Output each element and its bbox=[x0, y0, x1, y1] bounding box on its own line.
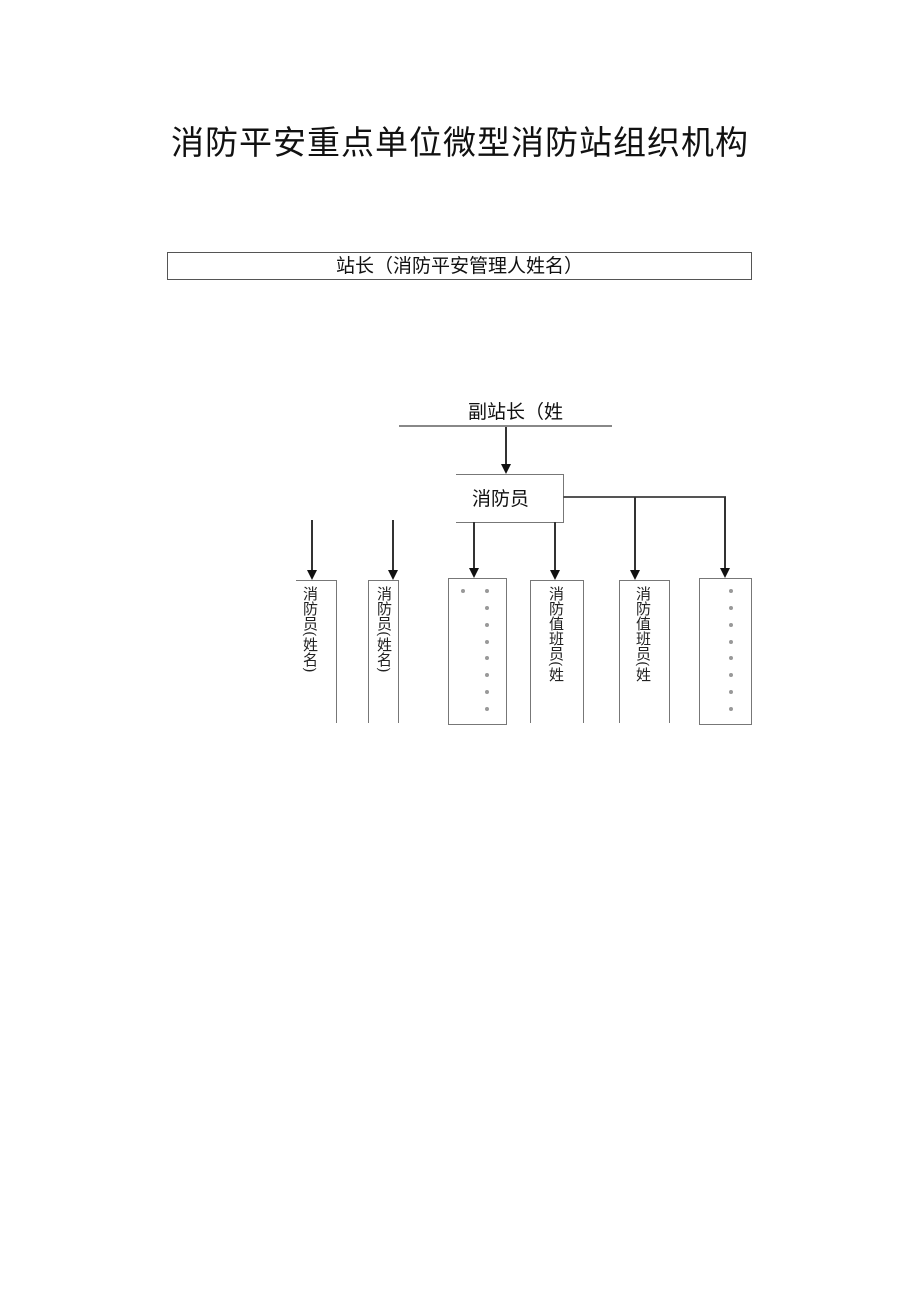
connector-deputy-to-firefighter bbox=[505, 427, 507, 464]
arrowhead-icon bbox=[720, 568, 730, 578]
placeholder-dot bbox=[729, 690, 733, 694]
placeholder-dot bbox=[485, 707, 489, 711]
placeholder-dot bbox=[729, 606, 733, 610]
placeholder-dot bbox=[485, 690, 489, 694]
connector-horizontal bbox=[563, 496, 726, 498]
placeholder-dot bbox=[461, 589, 465, 593]
placeholder-dot bbox=[485, 623, 489, 627]
placeholder-dot bbox=[485, 640, 489, 644]
firefighter-group-node: 消防员 bbox=[456, 474, 564, 523]
placeholder-dot bbox=[729, 656, 733, 660]
placeholder-dot bbox=[485, 589, 489, 593]
placeholder-dot bbox=[485, 673, 489, 677]
deputy-label: 副站长（姓 bbox=[468, 401, 564, 423]
placeholder-dot bbox=[729, 707, 733, 711]
connector-1 bbox=[311, 520, 313, 570]
connector-6 bbox=[724, 497, 726, 568]
subordinate-label: 消防值班员(姓 bbox=[547, 586, 565, 682]
subordinate-label: 消防员(姓名) bbox=[301, 586, 319, 673]
placeholder-dot bbox=[729, 673, 733, 677]
chief-node: 站长（消防平安管理人姓名） bbox=[167, 252, 752, 280]
subordinate-node-2: 消防员(姓名) bbox=[368, 580, 399, 723]
connector-2 bbox=[392, 520, 394, 570]
placeholder-dot bbox=[485, 606, 489, 610]
placeholder-dot bbox=[729, 623, 733, 627]
firefighter-group-label: 消防员 bbox=[472, 488, 530, 510]
subordinate-node-5: 消防值班员(姓 bbox=[619, 580, 670, 723]
subordinate-node-4: 消防值班员(姓 bbox=[530, 580, 584, 723]
subordinate-node-1: 消防员(姓名) bbox=[296, 580, 337, 723]
arrowhead-icon bbox=[550, 570, 560, 580]
subordinate-node-3 bbox=[448, 578, 507, 725]
subordinate-label: 消防员(姓名) bbox=[375, 586, 393, 673]
deputy-underline bbox=[399, 425, 612, 427]
subordinate-label: 消防值班员(姓 bbox=[634, 586, 652, 682]
chief-label: 站长（消防平安管理人姓名） bbox=[335, 255, 583, 277]
arrowhead-icon bbox=[501, 464, 511, 474]
arrowhead-icon bbox=[307, 570, 317, 580]
placeholder-dot bbox=[729, 640, 733, 644]
subordinate-node-6 bbox=[699, 578, 752, 725]
connector-4 bbox=[554, 522, 556, 570]
connector-3 bbox=[473, 522, 475, 568]
arrowhead-icon bbox=[630, 570, 640, 580]
placeholder-dot bbox=[729, 589, 733, 593]
page-title: 消防平安重点单位微型消防站组织机构 bbox=[171, 123, 749, 162]
arrowhead-icon bbox=[388, 570, 398, 580]
connector-5 bbox=[634, 497, 636, 570]
placeholder-dot bbox=[485, 656, 489, 660]
arrowhead-icon bbox=[469, 568, 479, 578]
